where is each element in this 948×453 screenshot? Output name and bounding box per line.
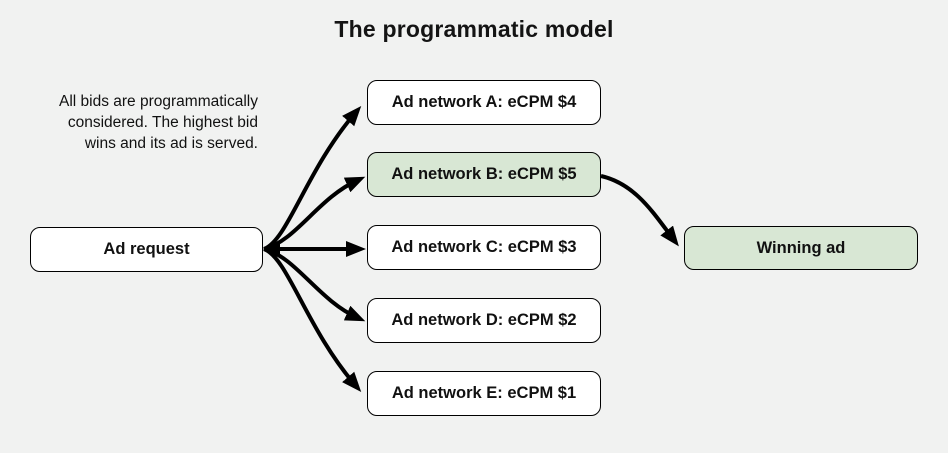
intro-text: All bids are programmatically considered…	[59, 93, 258, 152]
ad-network-e-node: Ad network E: eCPM $1	[367, 371, 601, 416]
arrow-origin-wedge	[263, 242, 280, 256]
ad-network-a-node: Ad network A: eCPM $4	[367, 80, 601, 125]
ad-request-node: Ad request	[30, 227, 263, 272]
arrow-ad-request-to-network-a	[263, 105, 362, 251]
arrow-network-b-to-winning-ad	[600, 174, 679, 247]
ad-network-b-node: Ad network B: eCPM $5	[367, 152, 601, 197]
ad-network-d-node: Ad network D: eCPM $2	[367, 298, 601, 343]
diagram-title: The programmatic model	[334, 16, 614, 42]
ad-network-c-node: Ad network C: eCPM $3	[367, 225, 601, 270]
arrow-ad-request-to-network-d	[263, 247, 366, 322]
winning-ad-node: Winning ad	[684, 226, 918, 270]
arrow-ad-request-to-network-e	[263, 247, 362, 393]
arrow-ad-request-to-network-b	[263, 176, 366, 251]
